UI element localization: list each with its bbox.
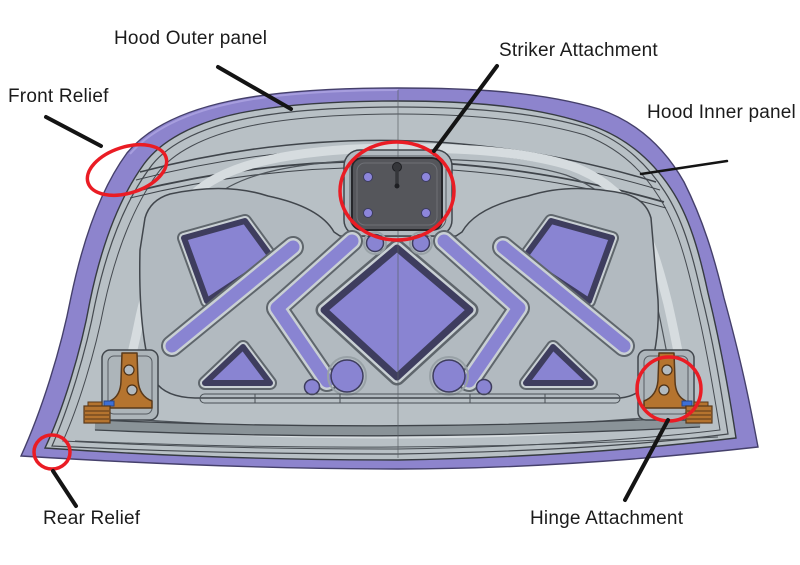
leader-front-relief [44, 115, 103, 148]
hinge-bracket-left [109, 352, 153, 409]
cutout-diamond-center [315, 239, 479, 386]
label-rear-relief: Rear Relief [43, 508, 141, 529]
leader-lines [44, 64, 729, 508]
bottom-rib-slot [199, 393, 621, 404]
striker-bolt [421, 208, 431, 218]
cutout-band-left [161, 236, 304, 357]
leader-hinge [623, 418, 670, 502]
cutout-triangle-left [198, 340, 277, 390]
hinge-foot-left [83, 401, 111, 424]
striker-plate [351, 157, 443, 231]
cutout-chevron-right [433, 230, 530, 392]
striker-bolt [421, 172, 431, 182]
leader-hood-outer [216, 65, 293, 111]
leader-rear-relief [51, 469, 78, 508]
rear-relief-circle [32, 433, 72, 471]
hinge-left [83, 349, 159, 424]
label-front-relief: Front Relief [8, 86, 109, 107]
hinge-bolt-blue-right [681, 400, 693, 407]
striker-ellipse [338, 140, 456, 242]
label-striker-attachment: Striker Attachment [499, 40, 658, 61]
front-relief-ellipse [85, 142, 169, 198]
striker-bolt [363, 208, 373, 218]
leader-hood-inner [639, 159, 729, 176]
cutout-chevron-left [266, 230, 363, 392]
label-hinge-attachment: Hinge Attachment [530, 508, 684, 529]
striker-bolt [363, 172, 373, 182]
cutout-triangle-right [519, 340, 598, 390]
cutout-band-right [492, 236, 635, 357]
leader-striker [432, 64, 499, 153]
hood-outer-panel-highlight [129, 89, 399, 155]
label-hood-inner-panel: Hood Inner panel [647, 102, 796, 123]
label-hood-outer-panel: Hood Outer panel [114, 28, 268, 49]
hinge-bolt-blue-left [103, 400, 115, 407]
striker-keyhole [392, 162, 402, 189]
lightening-cutouts [161, 214, 635, 396]
